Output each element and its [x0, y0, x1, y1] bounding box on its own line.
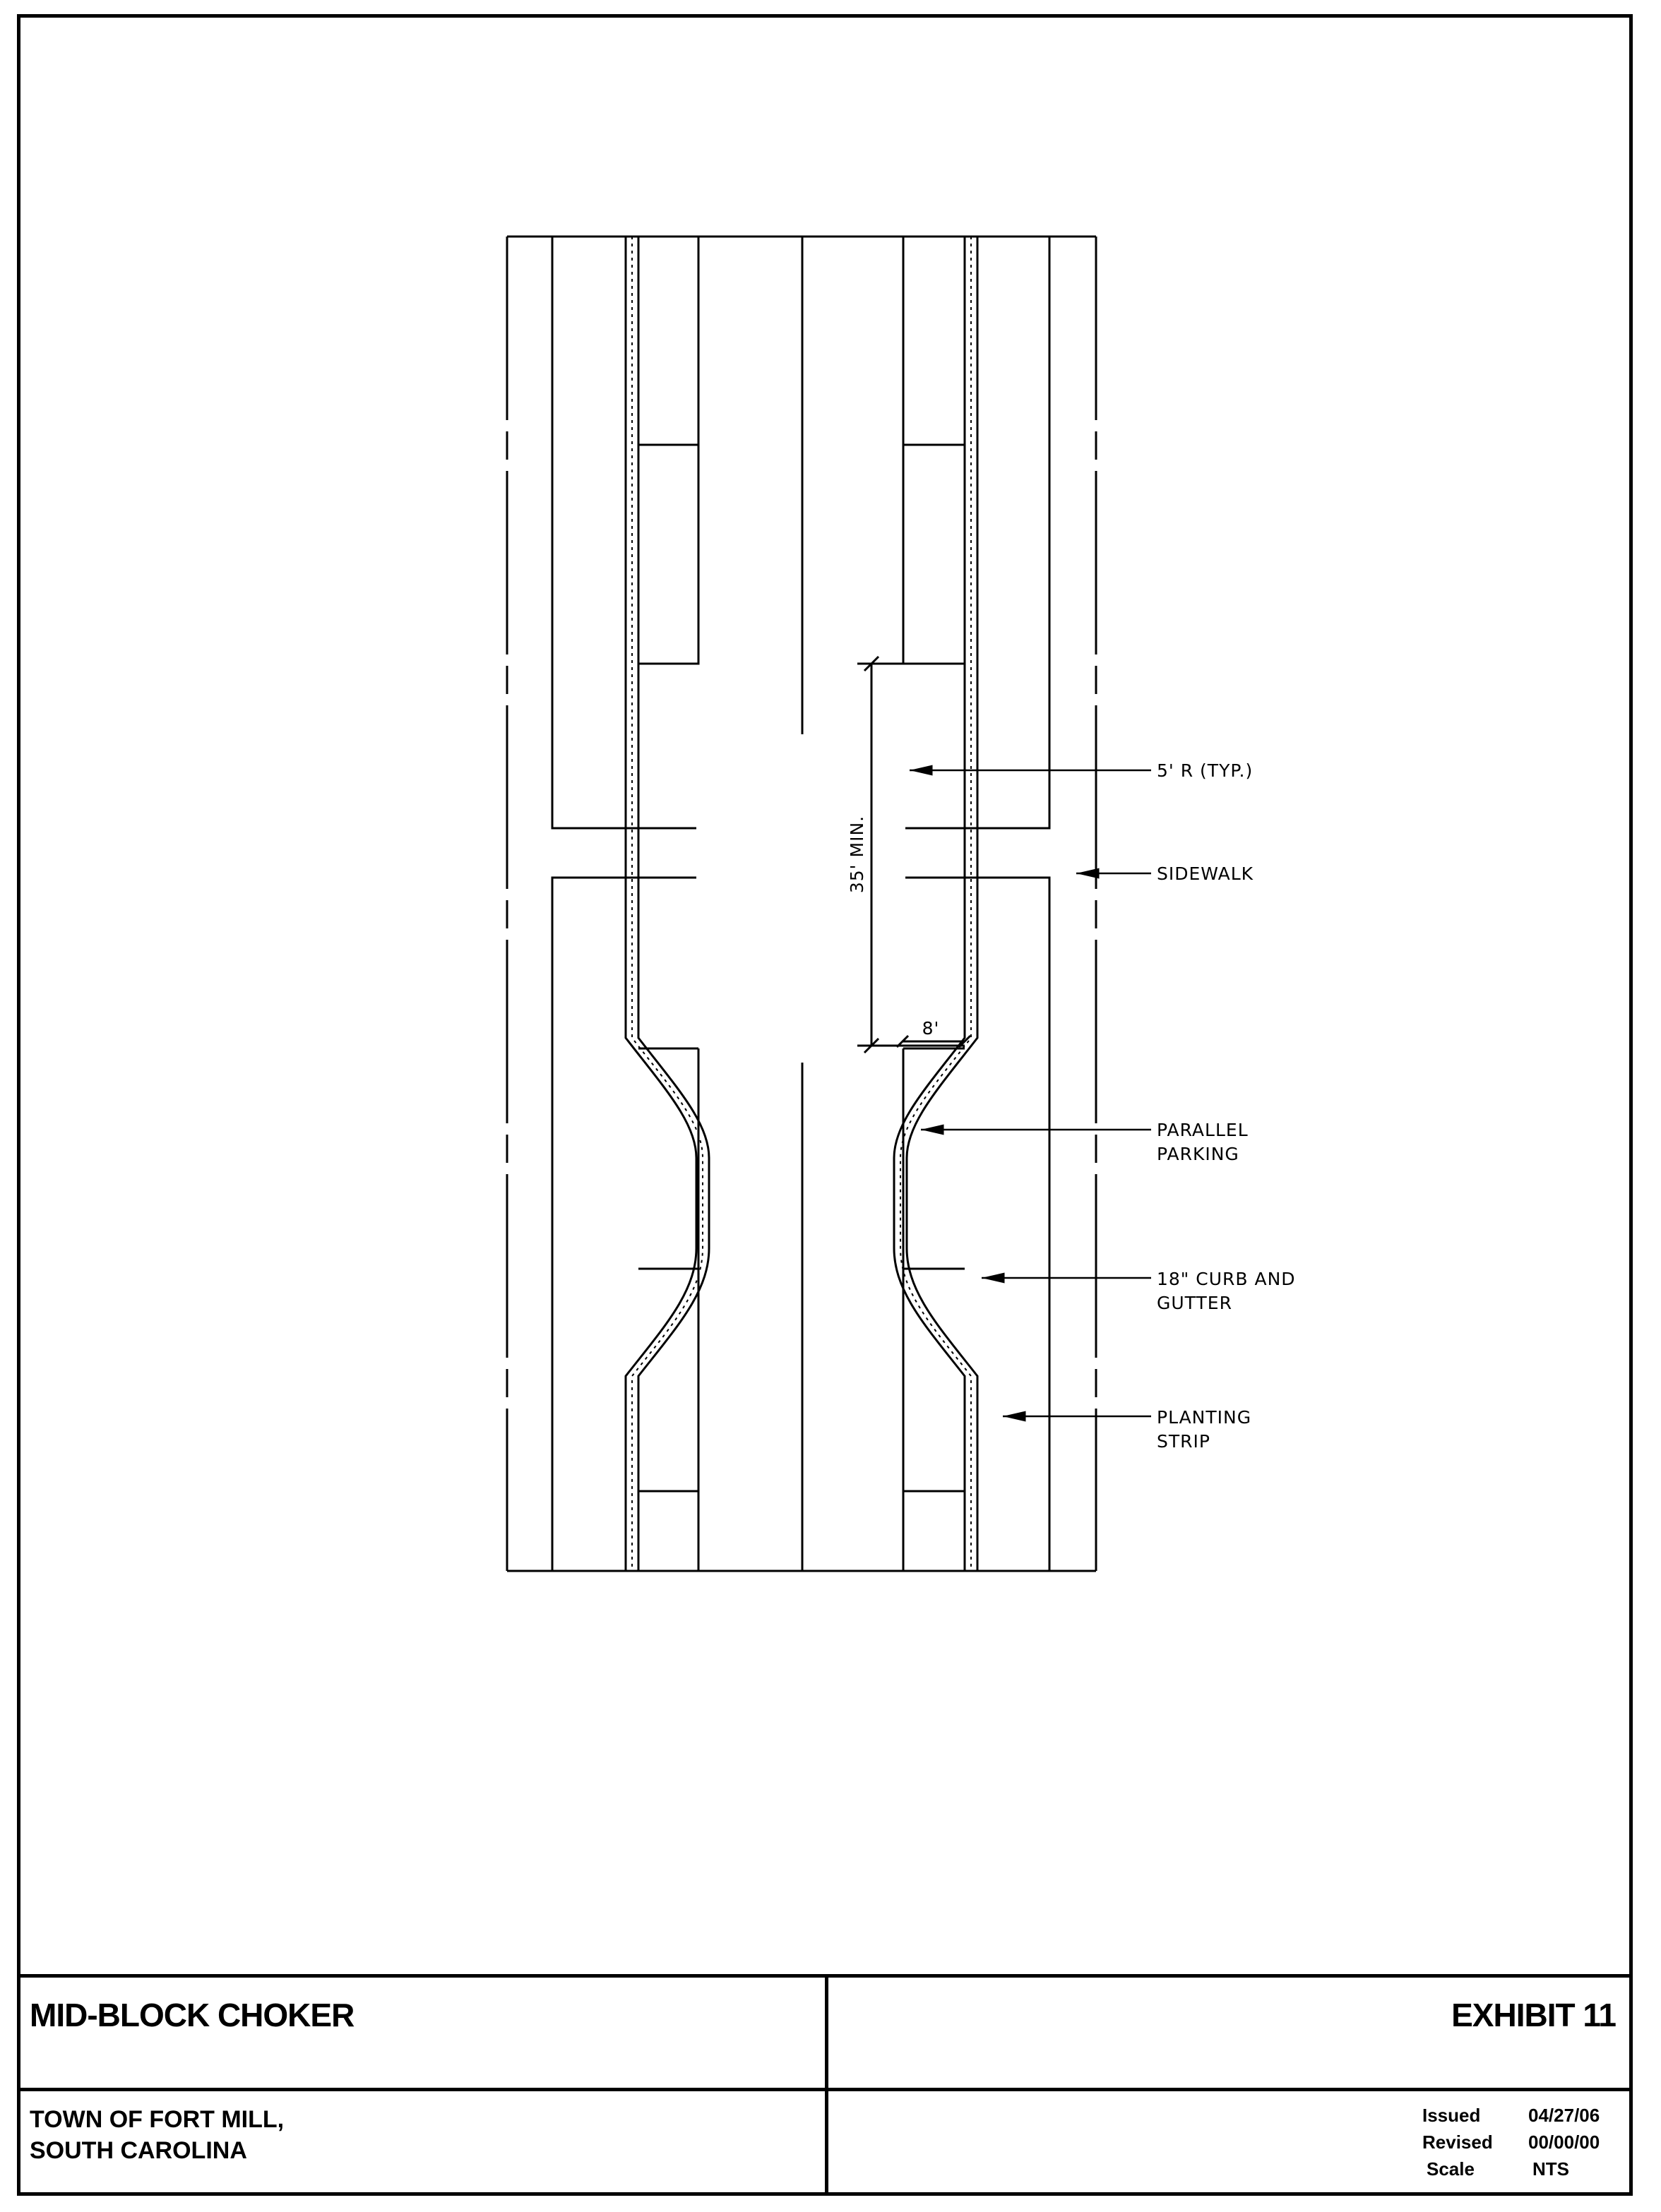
issued-date: 04/27/06: [1528, 2105, 1600, 2126]
issued-label: Issued: [1422, 2105, 1481, 2126]
right-sidewalk-line-lower: [905, 876, 1051, 1571]
title-block: MID-BLOCK CHOKER EXHIBIT 11 TOWN OF FORT…: [17, 1974, 1633, 2196]
dim-tick-bottom: [863, 1037, 880, 1054]
dimension-8: [895, 1034, 972, 1048]
dim8-tick-right: [958, 1034, 972, 1048]
right-sidewalk-line-upper: [905, 237, 1051, 830]
title-block-divider-vertical: [825, 1978, 828, 2196]
right-curb-inner: [893, 237, 966, 1571]
client-name-line2: SOUTH CAROLINA: [30, 2137, 247, 2164]
callout-planting-strip-line1: PLANTING: [1157, 1407, 1251, 1428]
callout-curb-gutter-line2: GUTTER: [1157, 1293, 1232, 1313]
left-curb-outer: [624, 237, 698, 1571]
right-gutter-hatch: [900, 237, 972, 1571]
left-sidewalk-line-lower: [551, 876, 696, 1571]
dimension-8-label: 8': [922, 1018, 940, 1039]
street-plan: [506, 235, 1097, 1572]
dimension-35-min: [857, 655, 965, 1054]
drawing-title: MID-BLOCK CHOKER: [30, 1997, 355, 2033]
dimension-35-min-label: 35' MIN.: [847, 815, 867, 893]
exhibit-number: EXHIBIT 11: [1451, 1997, 1617, 2033]
scale-label: Scale: [1427, 2158, 1475, 2180]
left-parking-lane-upper: [638, 235, 700, 665]
callout-curb-gutter-line1: 18" CURB AND: [1157, 1269, 1296, 1289]
left-sidewalk-line-upper: [551, 237, 696, 830]
left-gutter-hatch: [631, 237, 703, 1571]
dim-tick-top: [863, 655, 880, 672]
dim8-tick-left: [895, 1034, 910, 1048]
callout-radius: 5' R (TYP.): [1157, 760, 1253, 781]
callout-sidewalk: SIDEWALK: [1157, 863, 1254, 884]
right-curb-outer: [905, 237, 979, 1571]
scale-value: NTS: [1532, 2158, 1569, 2180]
title-block-divider-horizontal: [17, 2088, 1633, 2091]
callout-planting-strip-line2: STRIP: [1157, 1431, 1210, 1452]
client-name-line1: TOWN OF FORT MILL,: [30, 2106, 285, 2133]
revised-date: 00/00/00: [1528, 2132, 1600, 2153]
revised-label: Revised: [1422, 2132, 1493, 2153]
callout-parallel-parking-line2: PARKING: [1157, 1144, 1239, 1164]
callout-leaders: [910, 765, 1151, 1422]
left-curb-inner: [637, 237, 710, 1571]
callout-parallel-parking-line1: PARALLEL: [1157, 1120, 1249, 1140]
